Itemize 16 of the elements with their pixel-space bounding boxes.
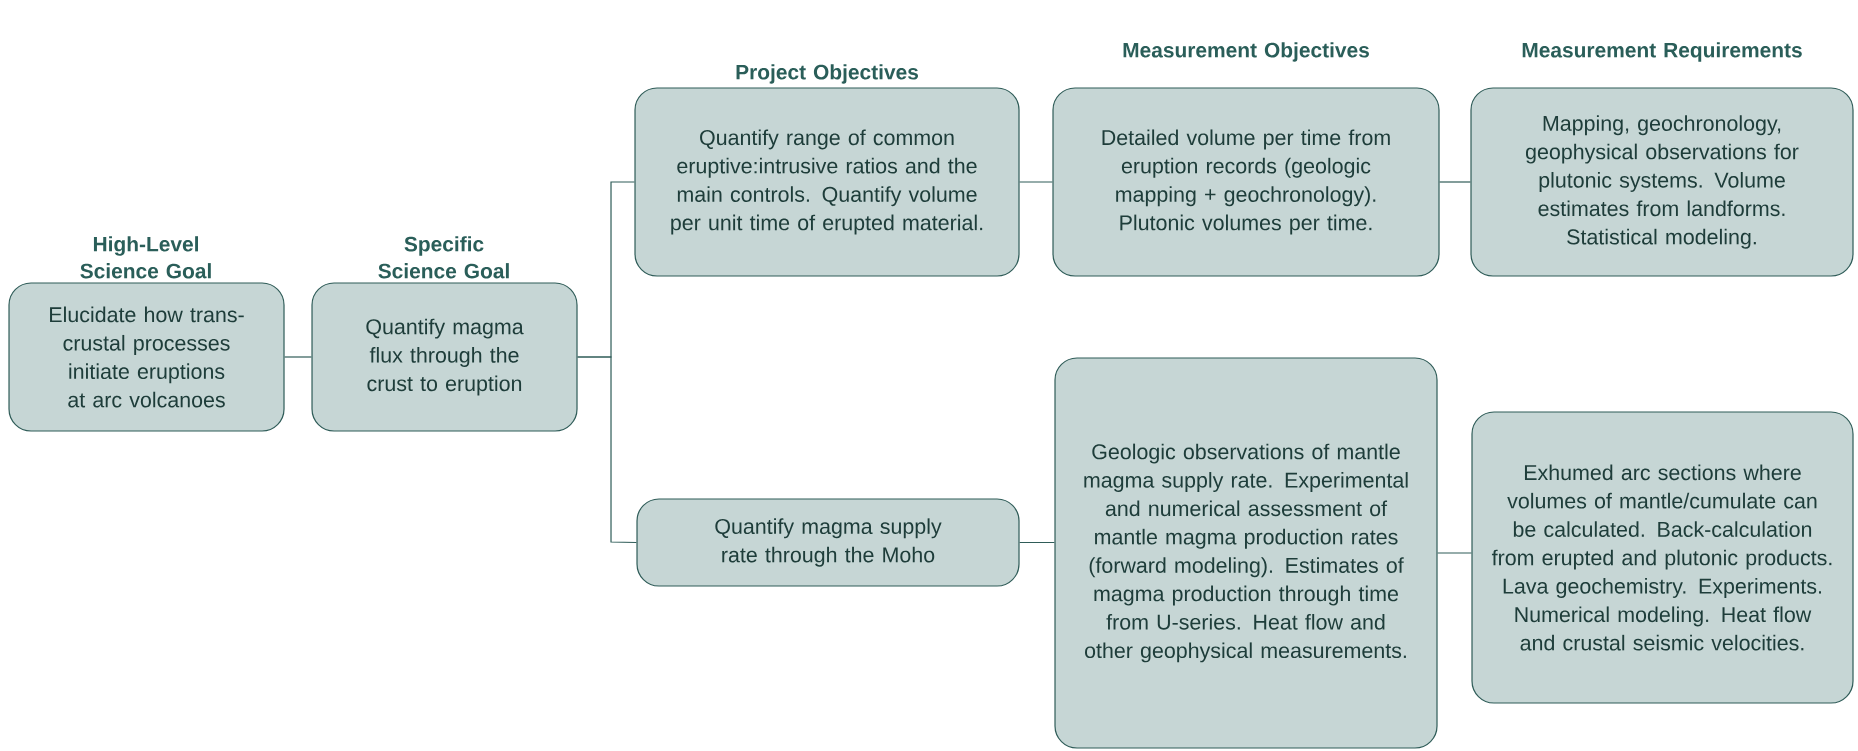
rounded-box: Quantify range of common eruptive:intrusive ratios and the main controls. Quantify volume per unit time of erupted material. <box>634 87 1020 277</box>
connector-line <box>284 356 312 358</box>
rounded-box: Geologic observations of mantle magma supply rate. Experimental and numerical assessment of mantle magma production rates (forward modeling). Estimates of magma production through time from U-series. Heat flow and other geophysical measurements. <box>1054 357 1438 749</box>
rounded-box: Detailed volume per time from eruption records (geologic mapping + geochronology). Plutonic volumes per time. <box>1052 87 1440 277</box>
connector-line <box>577 356 637 544</box>
column-heading: Measurement Requirements <box>1522 42 1802 62</box>
rounded-box: Quantify magma flux through the crust to eruption <box>311 282 578 432</box>
rounded-box: Quantify magma supply rate through the Moho <box>636 498 1020 587</box>
rounded-box: Mapping, geochronology, geophysical observations for plutonic systems. Volume estimates from landforms. Statistical modeling. <box>1470 87 1854 277</box>
rounded-box: Elucidate how trans-crustal processes initiate eruptions at arc volcanoes <box>8 282 285 432</box>
connector-line <box>1437 552 1472 554</box>
connector-line <box>1019 181 1053 183</box>
rounded-box: Exhumed arc sections where volumes of mantle/cumulate can be calculated. Back-calculation from erupted and plutonic products. Lava geochemistry. Experiments. Numerical modeling. Heat flow and crustal seismic velocities. <box>1471 411 1854 704</box>
column-heading: Measurement Objectives <box>1123 42 1369 62</box>
connector-line <box>1019 541 1055 544</box>
connector-line <box>1439 181 1471 183</box>
